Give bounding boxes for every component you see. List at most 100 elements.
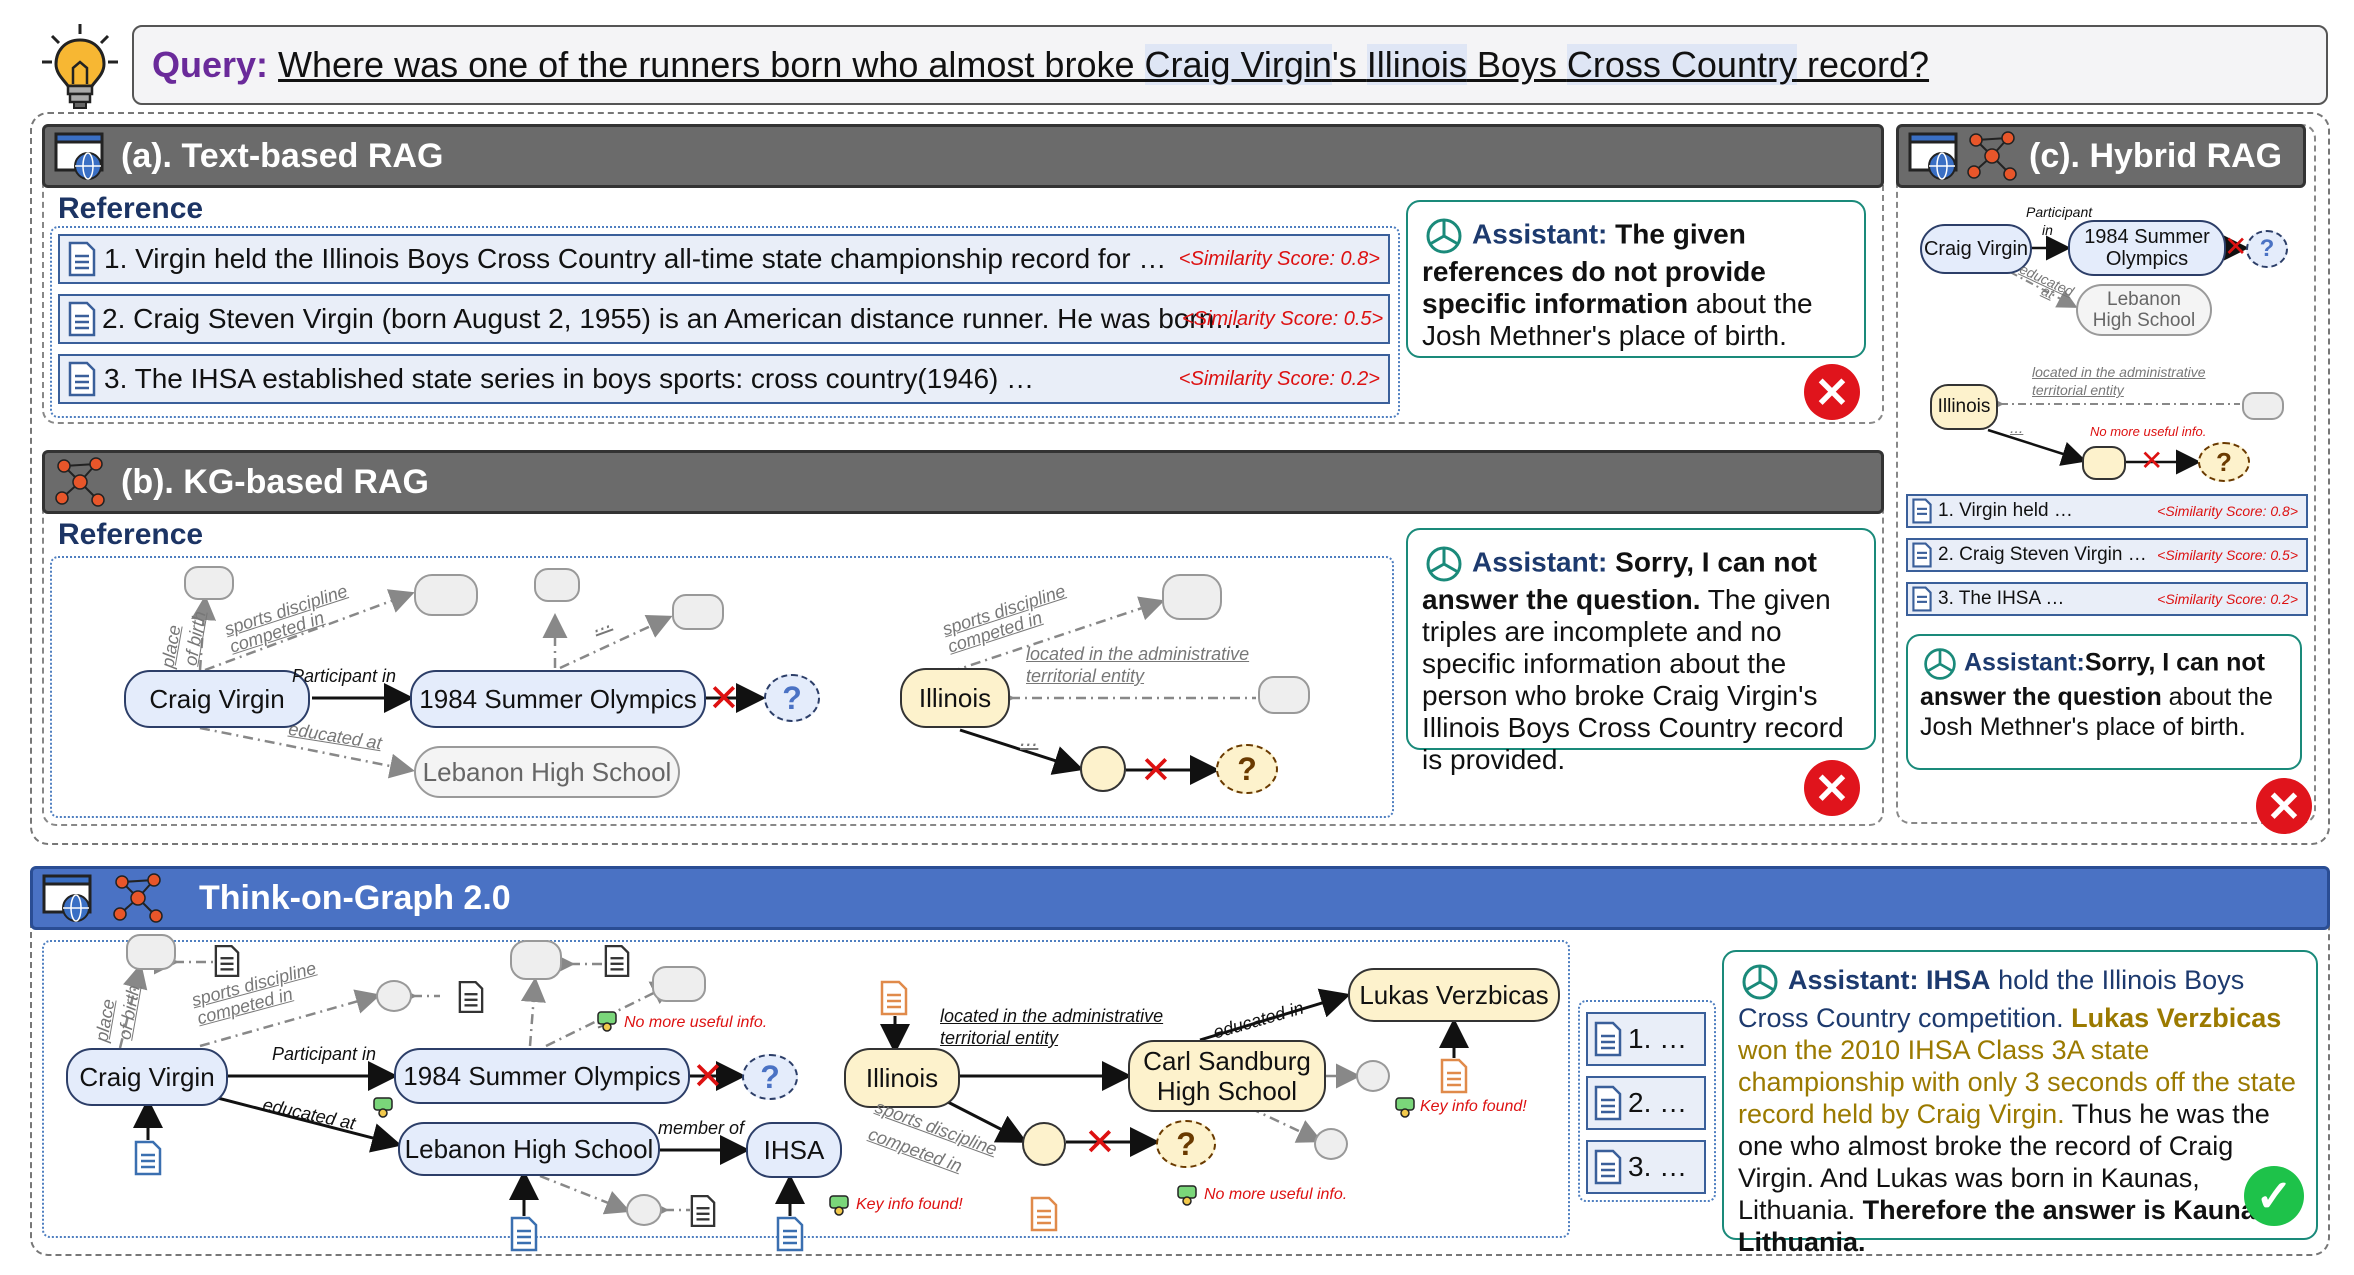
kg-unknown-node xyxy=(1258,676,1310,714)
tog-assistant-answer: Assistant: IHSA hold the Illinois Boys C… xyxy=(1722,950,2318,1257)
assistant-name: Assistant: xyxy=(1472,546,1608,578)
edge-label: ... xyxy=(1020,726,1039,751)
edge-label: territorial entity xyxy=(1026,666,1145,686)
llm-judge-icon xyxy=(372,1096,394,1118)
wrong-icon: ✕ xyxy=(2256,778,2312,834)
text-rag-title: (a). Text-based RAG xyxy=(121,136,444,175)
hybrid-ref-item: 1. Virgin held … <Similarity Score: 0.8> xyxy=(1906,494,2308,528)
document-icon xyxy=(1912,498,1934,524)
answer-bold: Sorry, I can not answer the question. xyxy=(1422,546,1817,615)
query-text-part: 's xyxy=(1331,44,1367,85)
tog-unknown-node xyxy=(652,966,706,1002)
answer-part: Thus he was the one who almost broke the… xyxy=(1738,1099,2270,1225)
llm-judge-icon xyxy=(596,1010,618,1032)
document-icon xyxy=(1594,1085,1624,1121)
dead-end-icon: ✕ xyxy=(692,1056,724,1098)
edge-label: Participant in xyxy=(292,666,397,686)
edge-label: in xyxy=(2042,222,2053,238)
tog-doc-item: 2. … xyxy=(1586,1076,1706,1130)
kg-unknown-answer: ? xyxy=(1216,744,1278,794)
node-line: Olympics xyxy=(2105,248,2189,270)
kg-rag-assistant-answer: Assistant: Sorry, I can not answer the q… xyxy=(1406,528,1876,775)
tog-doc-item: 1. … xyxy=(1586,1012,1706,1066)
tog-node-craig-virgin: Craig Virgin xyxy=(66,1048,228,1106)
document-icon xyxy=(1594,1021,1624,1057)
kg-unknown-node xyxy=(414,574,478,616)
hybrid-rag-header: (c). Hybrid RAG xyxy=(1896,124,2306,188)
document-icon xyxy=(68,241,98,277)
edge-label: located in the administrative xyxy=(1026,644,1250,664)
assistant-name: Assistant: xyxy=(1964,648,2085,677)
chatgpt-icon xyxy=(1422,544,1466,584)
browser-globe-icon xyxy=(54,130,106,182)
llm-judge-icon xyxy=(1176,1184,1198,1206)
document-icon xyxy=(458,980,484,1014)
correct-icon: ✓ xyxy=(2244,1166,2304,1226)
text-rag-assistant-answer: Assistant: The given references do not p… xyxy=(1406,200,1866,358)
kg-unknown-node xyxy=(534,568,580,602)
node-line: High School xyxy=(1156,1076,1298,1106)
ref-text: 2. Craig Steven Virgin (born August 2, 1… xyxy=(102,303,1243,334)
question-mark: ? xyxy=(1237,750,1257,787)
answer-bold: Sorry, I can not answer the question xyxy=(1920,648,2266,711)
answer-rest: about the Josh Methner's place of birth. xyxy=(1422,288,1813,351)
document-icon xyxy=(604,944,630,978)
similarity-score: <Similarity Score: 0.5> xyxy=(2157,547,2298,563)
edge-label: ... xyxy=(2010,420,2024,437)
tog-unknown-node xyxy=(1356,1060,1390,1092)
text-rag-reference-label: Reference xyxy=(58,192,204,225)
query-highlight: Cross Country xyxy=(1566,44,1797,85)
tog-unknown-node xyxy=(626,1194,662,1226)
kg-node-1984-olympics: 1984 Summer Olympics xyxy=(410,670,706,728)
answer-highlight: Lukas Verzbicas xyxy=(2071,1003,2282,1033)
text-rag-header: (a). Text-based RAG xyxy=(42,124,1884,188)
query-box: Query: Where was one of the runners born… xyxy=(132,25,2328,105)
tog-entity-node xyxy=(1022,1122,1066,1166)
tog-unknown-answer: ? xyxy=(1156,1120,1216,1168)
text-rag-ref-list xyxy=(50,226,1400,418)
no-more-info-note: No more useful info. xyxy=(624,1014,768,1031)
edge-label: territorial entity xyxy=(2032,382,2124,398)
query-highlight: Craig Virgin xyxy=(1144,44,1332,85)
document-icon xyxy=(690,1194,716,1228)
question-mark: ? xyxy=(1176,1125,1196,1162)
document-icon xyxy=(1030,1196,1058,1232)
ref-text: 2. Craig Steven Virgin … xyxy=(1938,544,2147,565)
document-icon xyxy=(1912,542,1934,568)
kg-rag-title: (b). KG-based RAG xyxy=(121,462,429,501)
question-mark: ? xyxy=(760,1058,780,1095)
assistant-name: Assistant: xyxy=(1788,965,1919,996)
tog-node-lebanon: Lebanon High School xyxy=(398,1122,660,1176)
kg-node-illinois: Illinois xyxy=(900,668,1010,728)
kg-node-craig-virgin: Craig Virgin xyxy=(124,670,310,728)
answer-part: won the 2010 IHSA Class 3A state champio… xyxy=(1738,1035,2296,1129)
similarity-score: <Similarity Score: 0.8> xyxy=(2157,503,2298,519)
network-graph-icon xyxy=(54,456,106,508)
tog-docs-area xyxy=(1578,1000,1716,1202)
kg-unknown-node xyxy=(1162,574,1222,620)
question-mark: ? xyxy=(782,679,802,716)
no-more-info-note: No more useful info. xyxy=(2090,424,2207,439)
edge-label: member of xyxy=(658,1118,745,1138)
document-icon xyxy=(1594,1149,1624,1185)
tog-node-ihsa: IHSA xyxy=(746,1122,842,1178)
hybrid-rag-assistant-answer: Assistant:Sorry, I can not answer the qu… xyxy=(1906,634,2302,770)
similarity-score: <Similarity Score: 0.8> xyxy=(1178,247,1380,270)
dead-end-icon: ✕ xyxy=(1084,1122,1116,1164)
tog-node-1984-olympics: 1984 Summer Olympics xyxy=(394,1048,690,1104)
kg-rag-graph-area xyxy=(50,556,1394,818)
chatgpt-icon xyxy=(1738,962,1782,1002)
text-rag-ref-item: 3. The IHSA established state series in … xyxy=(58,354,1390,404)
hybrid-rag-title: (c). Hybrid RAG xyxy=(2029,136,2283,175)
hybrid-unknown-node xyxy=(2242,392,2284,420)
edge-label: located in the administrative xyxy=(2032,364,2206,380)
question-mark: ? xyxy=(2216,446,2232,477)
answer-rest: about the Josh Methner's place of birth. xyxy=(1920,683,2273,741)
document-icon xyxy=(214,944,240,978)
text-rag-ref-item: 1. Virgin held the Illinois Boys Cross C… xyxy=(58,234,1390,284)
document-icon xyxy=(68,361,98,397)
dead-end-icon: ✕ xyxy=(2224,231,2248,262)
edge-label: Participant xyxy=(2026,204,2093,220)
kg-node-lebanon: Lebanon High School xyxy=(414,746,680,798)
